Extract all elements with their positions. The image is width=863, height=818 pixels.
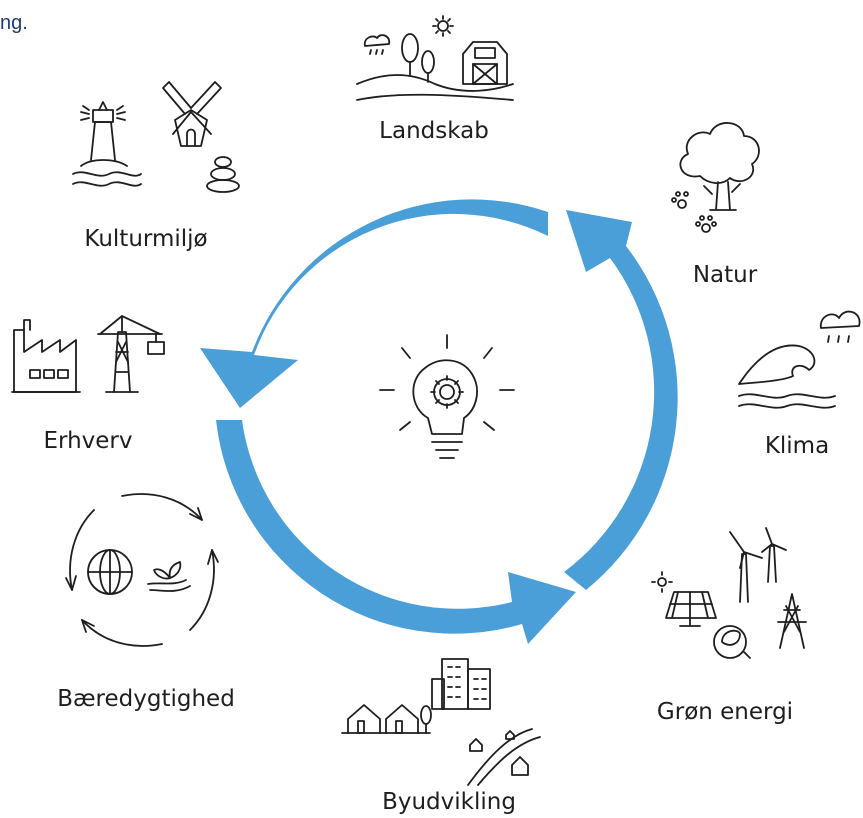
- theme-label-klima: Klima: [764, 433, 830, 459]
- theme-label-natur: Natur: [692, 262, 758, 288]
- factory-crane-icon: [11, 315, 165, 393]
- theme-label-kulturmiljoe: Kulturmiljø: [84, 226, 208, 252]
- theme-label-baeredygtighed: Bæredygtighed: [57, 686, 235, 712]
- city-houses-icon: [341, 658, 541, 786]
- corner-text: ng.: [0, 12, 28, 34]
- tree-pawprints-icon: [671, 122, 760, 233]
- theme-label-groen-energi: Grøn energi: [656, 699, 794, 725]
- lighthouse-windmill-icon: [72, 81, 240, 193]
- renewable-energy-icon: [651, 527, 807, 659]
- cycle-arrow-top: [200, 199, 548, 408]
- theme-label-erhverv: Erhverv: [43, 428, 133, 454]
- theme-label-byudvikling: Byudvikling: [382, 789, 516, 815]
- landscape-barn-icon: [356, 15, 514, 101]
- theme-label-landskab: Landskab: [379, 118, 489, 144]
- wave-cloud-icon: [738, 310, 861, 409]
- cycle-arrow-bottom: [216, 420, 576, 644]
- lightbulb-gear-icon: [379, 334, 515, 459]
- globe-cycle-icon: [65, 493, 219, 647]
- cycle-arrow-right: [564, 210, 678, 590]
